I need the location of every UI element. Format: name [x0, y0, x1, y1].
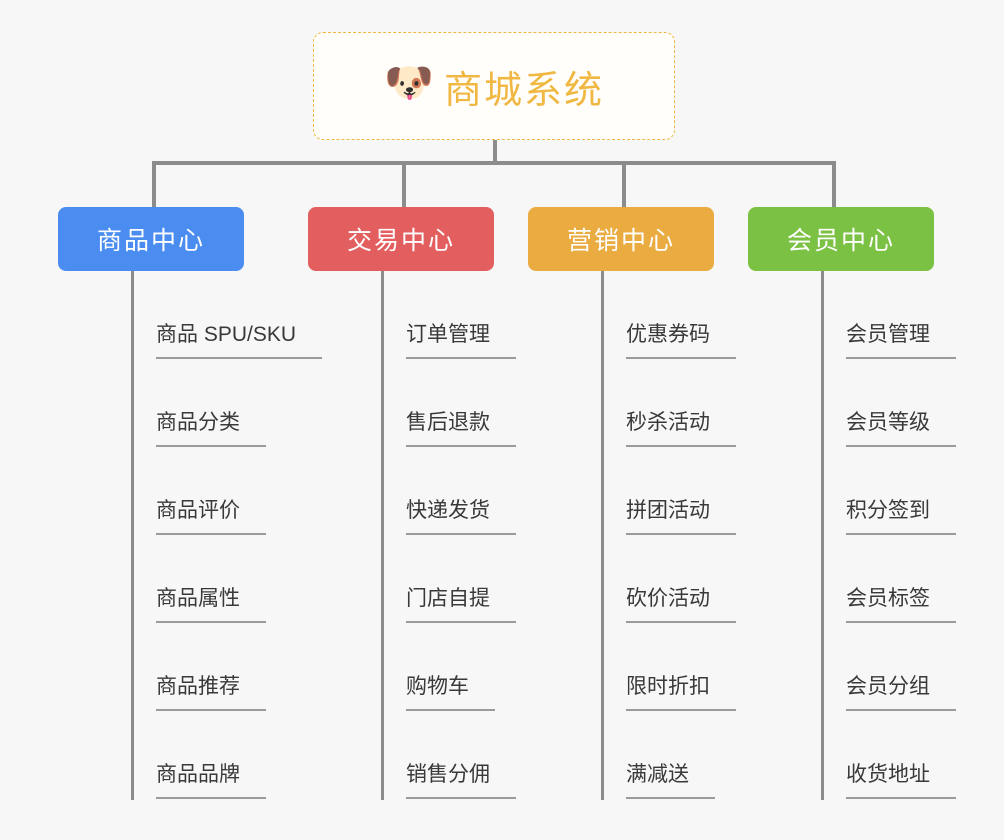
- leaf-label: 会员标签: [846, 587, 956, 623]
- leaf-list-3: 会员管理 会员等级 积分签到 会员标签 会员分组 收货地址: [821, 271, 1004, 799]
- leaf-label: 限时折扣: [626, 675, 736, 711]
- leaf-list-0: 商品 SPU/SKU 商品分类 商品评价 商品属性 商品推荐 商品品牌: [131, 271, 381, 799]
- list-item[interactable]: 商品推荐: [131, 623, 381, 711]
- connector-drop-交易中心: [402, 161, 406, 211]
- list-item[interactable]: 收货地址: [821, 711, 1004, 799]
- list-item[interactable]: 门店自提: [381, 535, 631, 623]
- connector-drop-商品中心: [152, 161, 156, 211]
- leaf-label: 会员管理: [846, 323, 956, 359]
- list-item[interactable]: 限时折扣: [601, 623, 851, 711]
- leaf-list-2: 优惠券码 秒杀活动 拼团活动 砍价活动 限时折扣 满减送: [601, 271, 851, 799]
- leaf-label: 收货地址: [846, 763, 956, 799]
- list-item[interactable]: 满减送: [601, 711, 851, 799]
- category-box-1[interactable]: 交易中心: [308, 207, 494, 271]
- list-item[interactable]: 商品品牌: [131, 711, 381, 799]
- connector-drop-营销中心: [622, 161, 626, 211]
- branch-column-1: 交易中心 订单管理 售后退款 快递发货 门店自提 购物车 销售分佣: [308, 207, 528, 800]
- leaf-label: 砍价活动: [626, 587, 736, 623]
- leaf-label: 拼团活动: [626, 499, 736, 535]
- list-item[interactable]: 会员管理: [821, 271, 1004, 359]
- list-item[interactable]: 优惠券码: [601, 271, 851, 359]
- leaf-label: 售后退款: [406, 411, 516, 447]
- category-box-2[interactable]: 营销中心: [528, 207, 714, 271]
- branch-column-3: 会员中心 会员管理 会员等级 积分签到 会员标签 会员分组 收货地址: [748, 207, 968, 800]
- leaf-label: 订单管理: [406, 323, 516, 359]
- leaf-label: 满减送: [626, 763, 715, 799]
- category-label-3: 会员中心: [786, 227, 895, 255]
- list-item[interactable]: 销售分佣: [381, 711, 631, 799]
- leaf-label: 购物车: [406, 675, 495, 711]
- list-item[interactable]: 积分签到: [821, 447, 1004, 535]
- dog-face-emoji: 🐶: [383, 61, 434, 105]
- connector-horizontal-bar: [152, 161, 836, 165]
- category-label-2: 营销中心: [566, 227, 675, 255]
- leaf-label: 商品推荐: [156, 675, 266, 711]
- branch-column-0: 商品中心 商品 SPU/SKU 商品分类 商品评价 商品属性 商品推荐 商品品牌: [58, 207, 323, 800]
- list-item[interactable]: 秒杀活动: [601, 359, 851, 447]
- leaf-label: 商品属性: [156, 587, 266, 623]
- leaf-label: 商品分类: [156, 411, 266, 447]
- connector-root-stem: [493, 140, 497, 164]
- leaf-label: 优惠券码: [626, 323, 736, 359]
- root-node-label: 商城系统: [443, 69, 604, 112]
- leaf-label: 商品品牌: [156, 763, 266, 799]
- list-item[interactable]: 砍价活动: [601, 535, 851, 623]
- list-item[interactable]: 商品评价: [131, 447, 381, 535]
- column-spine-3: [821, 271, 824, 800]
- column-spine-2: [601, 271, 604, 800]
- list-item[interactable]: 商品分类: [131, 359, 381, 447]
- leaf-label: 积分签到: [846, 499, 956, 535]
- leaf-label: 会员分组: [846, 675, 956, 711]
- column-spine-0: [131, 271, 134, 800]
- list-item[interactable]: 商品 SPU/SKU: [131, 271, 381, 359]
- list-item[interactable]: 快递发货: [381, 447, 631, 535]
- branch-column-2: 营销中心 优惠券码 秒杀活动 拼团活动 砍价活动 限时折扣 满减送: [528, 207, 748, 800]
- category-box-3[interactable]: 会员中心: [748, 207, 934, 271]
- list-item[interactable]: 拼团活动: [601, 447, 851, 535]
- category-box-0[interactable]: 商品中心: [58, 207, 244, 271]
- leaf-label: 快递发货: [406, 499, 516, 535]
- list-item[interactable]: 订单管理: [381, 271, 631, 359]
- list-item[interactable]: 购物车: [381, 623, 631, 711]
- column-spine-1: [381, 271, 384, 800]
- leaf-list-1: 订单管理 售后退款 快递发货 门店自提 购物车 销售分佣: [381, 271, 631, 799]
- leaf-label: 会员等级: [846, 411, 956, 447]
- category-label-0: 商品中心: [96, 227, 205, 255]
- leaf-label: 门店自提: [406, 587, 516, 623]
- leaf-label: 商品评价: [156, 499, 266, 535]
- leaf-label: 商品 SPU/SKU: [156, 323, 323, 359]
- leaf-label: 秒杀活动: [626, 411, 736, 447]
- list-item[interactable]: 会员标签: [821, 535, 1004, 623]
- root-node[interactable]: 🐶 商城系统: [313, 32, 675, 140]
- list-item[interactable]: 售后退款: [381, 359, 631, 447]
- list-item[interactable]: 商品属性: [131, 535, 381, 623]
- category-label-1: 交易中心: [346, 227, 455, 255]
- list-item[interactable]: 会员分组: [821, 623, 1004, 711]
- list-item[interactable]: 会员等级: [821, 359, 1004, 447]
- leaf-label: 销售分佣: [406, 763, 516, 799]
- connector-drop-会员中心: [832, 161, 836, 211]
